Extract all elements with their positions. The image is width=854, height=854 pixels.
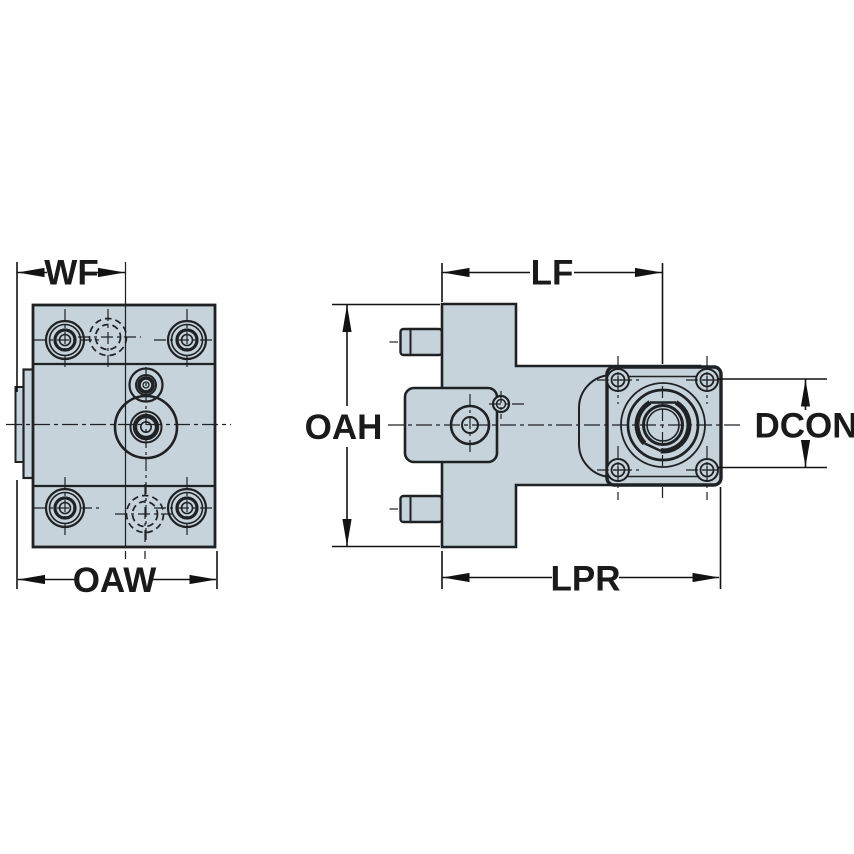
flange-bolt bbox=[686, 356, 719, 404]
dimension-label-wf: WF bbox=[44, 254, 98, 293]
side-view: LF OAH LPR DCON bbox=[305, 254, 854, 599]
mounting-bolt-hole bbox=[154, 309, 214, 371]
mounting-bolt-hole bbox=[34, 477, 99, 539]
front-view: WF OAW bbox=[6, 254, 231, 600]
set-screw bbox=[489, 391, 528, 419]
dimension-label-dcon: DCON bbox=[754, 407, 854, 446]
dimension-label-lf: LF bbox=[531, 254, 574, 293]
mounting-bolt-hole bbox=[34, 309, 99, 371]
dimension-oah: OAH bbox=[305, 303, 440, 548]
dimension-label-oah: OAH bbox=[305, 408, 383, 447]
dimension-lpr: LPR bbox=[441, 487, 722, 599]
dimension-oaw: OAW bbox=[16, 480, 218, 600]
hidden-hole bbox=[78, 309, 141, 371]
flange-bolt bbox=[597, 446, 639, 500]
dimension-label-oaw: OAW bbox=[73, 561, 157, 600]
mounting-bolt-hole bbox=[154, 477, 214, 539]
dimension-wf: WF bbox=[16, 254, 125, 392]
flange-bolt bbox=[686, 446, 719, 500]
dimension-lf: LF bbox=[441, 254, 664, 364]
dimension-dcon: DCON bbox=[718, 378, 854, 469]
flange-bolt bbox=[597, 356, 639, 404]
dimension-label-lpr: LPR bbox=[551, 560, 621, 599]
